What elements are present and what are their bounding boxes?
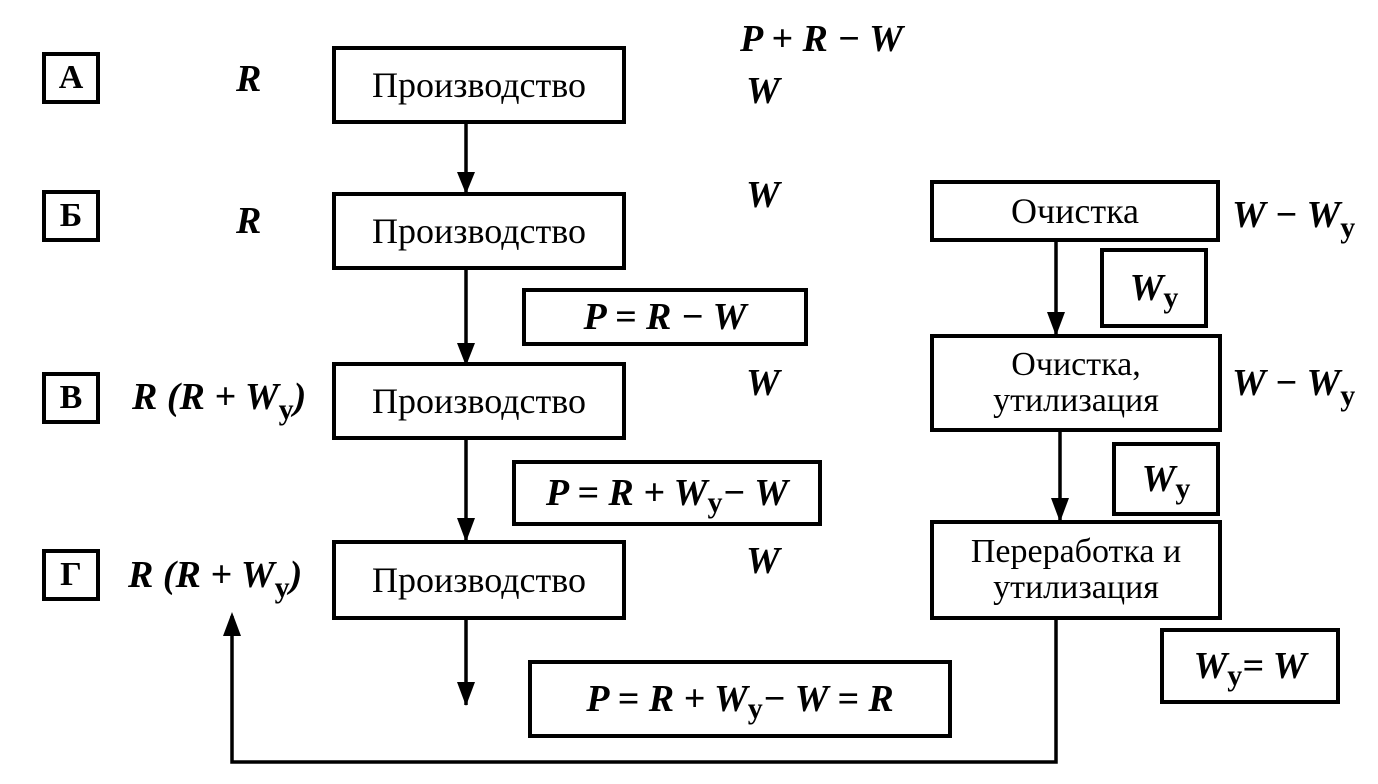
production-box-a: Производство	[332, 46, 626, 124]
arrowhead-b-to-v	[457, 343, 475, 366]
input-g: R (R + Wy)	[128, 554, 303, 604]
output-a: W	[746, 70, 780, 112]
recycle-loop-line	[230, 616, 1058, 764]
stage-label-g: Г	[42, 549, 100, 601]
formula-box-b: P = R − W	[522, 288, 808, 346]
arrowhead-treat-2	[1051, 498, 1069, 522]
input-v: R (R + Wy)	[132, 376, 307, 426]
arrowhead-g-out	[457, 682, 475, 706]
treatment-box-cleaning: Очистка	[930, 180, 1220, 242]
output-b: W	[746, 174, 780, 216]
stage-label-v: В	[42, 372, 100, 424]
input-a: R	[236, 58, 262, 100]
production-box-b: Производство	[332, 192, 626, 270]
output-v: W	[746, 362, 780, 404]
arrowhead-recycle	[223, 612, 241, 636]
stage-label-a: А	[42, 52, 100, 104]
treatment-output-b: W − Wy	[1232, 194, 1356, 244]
production-box-g: Производство	[332, 540, 626, 620]
arrowhead-a-to-b	[457, 172, 475, 194]
output-top-a: P + R − W	[740, 18, 903, 60]
treatment-output-v: W − Wy	[1232, 362, 1356, 412]
stage-label-b: Б	[42, 190, 100, 242]
output-g: W	[746, 540, 780, 582]
treatment-box-cleaning-utilization: Очистка,утилизация	[930, 334, 1222, 432]
arrowhead-v-to-g	[457, 518, 475, 542]
arrowhead-treat-1	[1047, 312, 1065, 336]
production-box-v: Производство	[332, 362, 626, 440]
input-b: R	[236, 200, 262, 242]
